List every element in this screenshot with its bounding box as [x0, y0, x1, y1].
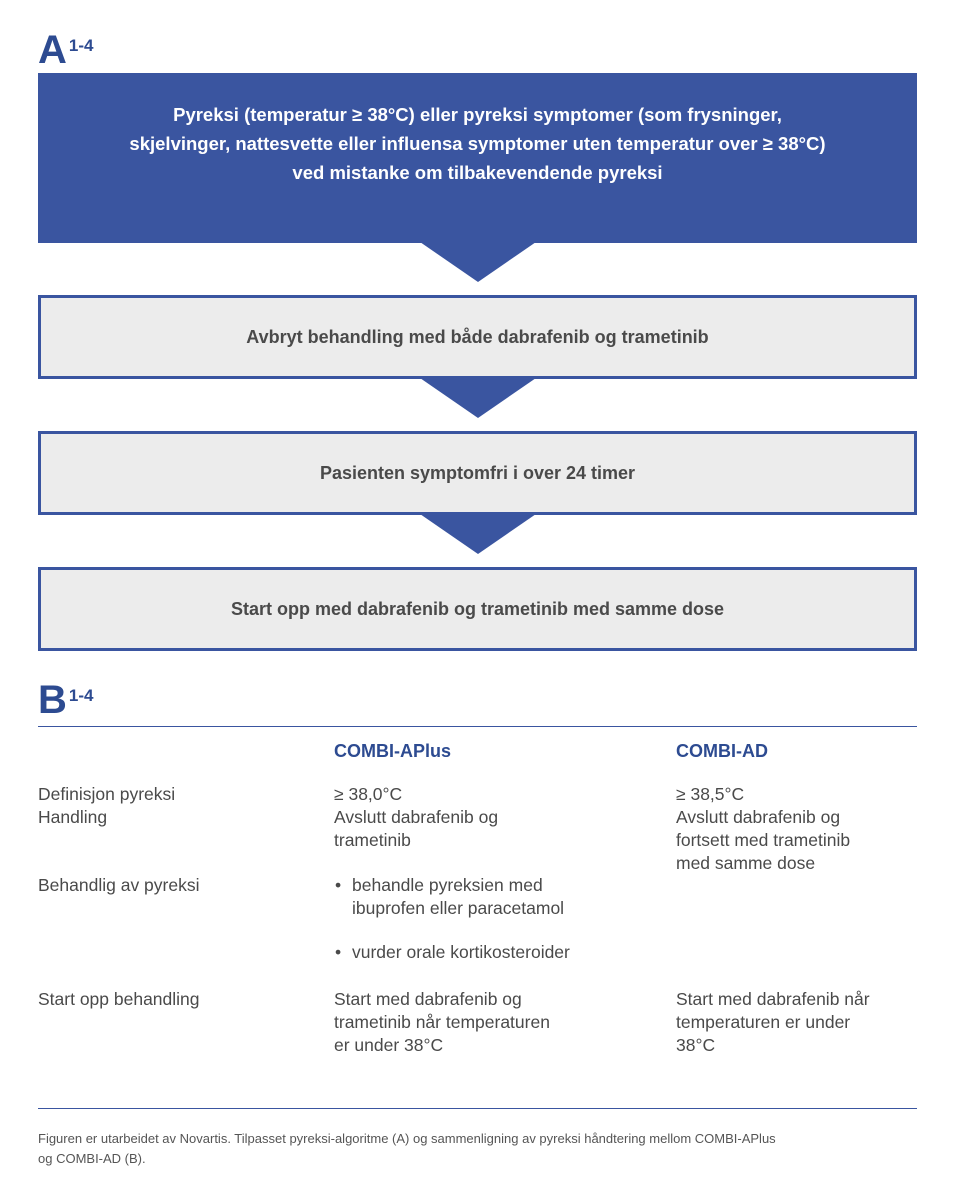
ad-restart-line: Start med dabrafenib når: [676, 989, 870, 1009]
flow-arrow-down: [420, 242, 536, 282]
flow-step-text: Pasienten symptomfri i over 24 timer: [319, 462, 636, 483]
treatment-bullet-line: ibuprofen eller paracetamol: [352, 898, 565, 918]
column-header-combi-ad: COMBI-AD: [676, 741, 768, 761]
row-label-treatment: Behandlig av pyreksi: [38, 875, 200, 895]
flow-arrow-down: [420, 378, 536, 418]
aplus-action-value: Avslutt dabrafenib og trametinib: [334, 806, 498, 852]
ad-action-line: med samme dose: [676, 853, 816, 873]
aplus-restart-line: er under 38°C: [334, 1035, 444, 1055]
row-label-restart: Start opp behandling: [38, 989, 200, 1009]
fever-condition-line: Pyreksi (temperatur ≥ 38°C) eller pyreks…: [173, 104, 782, 125]
figure-footnote: Figuren er utarbeidet av Novartis. Tilpa…: [38, 1129, 918, 1169]
aplus-restart-line: trametinib når temperaturen: [334, 1012, 550, 1032]
ad-restart-line: 38°C: [676, 1035, 716, 1055]
flow-step-text: Avbryt behandling med både dabrafenib og…: [246, 326, 709, 347]
ad-action-value: Avslutt dabrafenib og fortsett med trame…: [676, 806, 850, 875]
aplus-action-line: trametinib: [334, 830, 411, 850]
section-a-letter: A: [38, 28, 67, 72]
table-bottom-divider: [38, 1108, 917, 1109]
flow-step-text: Start opp med dabrafenib og trametinib m…: [230, 598, 725, 619]
ad-action-line: Avslutt dabrafenib og: [676, 807, 841, 827]
fever-condition-box: Pyreksi (temperatur ≥ 38°C) eller pyreks…: [38, 73, 917, 243]
flow-step-symptom-free: Pasienten symptomfri i over 24 timer: [38, 431, 917, 515]
column-header-combi-aplus: COMBI-APlus: [334, 741, 451, 761]
table-top-divider: [38, 726, 917, 727]
row-label-action: Handling: [38, 807, 108, 827]
row-label-definition: Definisjon pyreksi: [38, 784, 176, 804]
ad-restart-line: temperaturen er under: [676, 1012, 851, 1032]
footnote-line: og COMBI-AD (B).: [38, 1151, 146, 1166]
treatment-bullet-line: behandle pyreksien med: [352, 875, 543, 895]
flow-step-restart: Start opp med dabrafenib og trametinib m…: [38, 567, 917, 651]
section-b-letter: B: [38, 678, 67, 722]
treatment-bullet-line: vurder orale kortikosteroider: [352, 942, 570, 962]
fever-condition-line: ved mistanke om tilbakevendende pyreksi: [292, 162, 663, 183]
ad-definition-value: ≥ 38,5°C: [676, 784, 745, 804]
flow-arrow-down: [420, 514, 536, 554]
aplus-treatment-list: behandle pyreksien med ibuprofen eller p…: [334, 874, 654, 985]
flow-step-interrupt: Avbryt behandling med både dabrafenib og…: [38, 295, 917, 379]
section-b-superscript: 1-4: [68, 686, 94, 705]
aplus-restart-value: Start med dabrafenib og trametinib når t…: [334, 988, 550, 1057]
section-a-superscript: 1-4: [68, 36, 94, 55]
fever-condition-line: skjelvinger, nattesvette eller influensa…: [129, 133, 826, 154]
ad-restart-value: Start med dabrafenib når temperaturen er…: [676, 988, 870, 1057]
treatment-bullet-item: vurder orale kortikosteroider: [334, 941, 654, 964]
aplus-restart-line: Start med dabrafenib og: [334, 989, 522, 1009]
footnote-line: Figuren er utarbeidet av Novartis. Tilpa…: [38, 1131, 776, 1146]
ad-action-line: fortsett med trametinib: [676, 830, 851, 850]
aplus-definition-value: ≥ 38,0°C: [334, 784, 403, 804]
treatment-bullet-item: behandle pyreksien med ibuprofen eller p…: [334, 874, 654, 920]
aplus-action-line: Avslutt dabrafenib og: [334, 807, 499, 827]
